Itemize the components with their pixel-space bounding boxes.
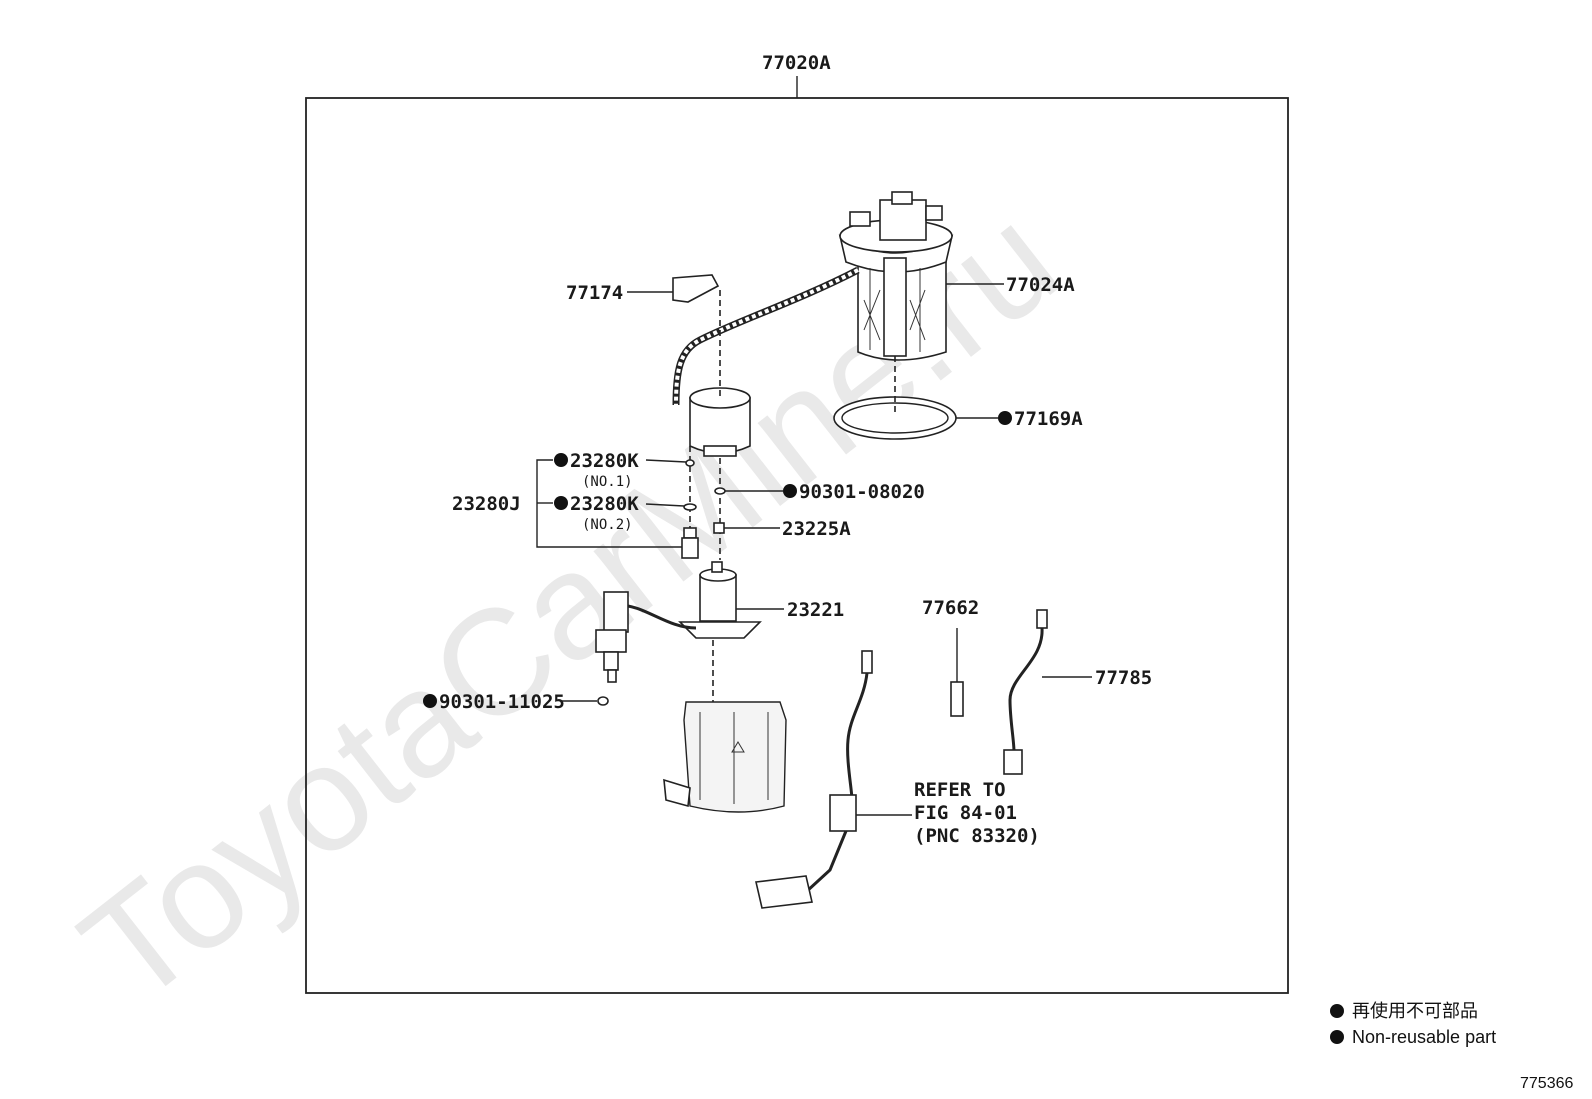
- legend-line-2: Non-reusable part: [1352, 1027, 1496, 1047]
- nonreusable-dot-90301-08020: [783, 484, 797, 498]
- label-23280K-2: 23280K: [570, 493, 639, 515]
- part-23221-drawing: [678, 561, 762, 639]
- leader-23280K-1: [645, 459, 687, 463]
- label-90301-08020: 90301-08020: [799, 481, 925, 503]
- nonreusable-dot-90301-11025: [423, 694, 437, 708]
- refer-line-1: REFER TO: [914, 779, 1006, 801]
- label-23280K-2-note: (NO.2): [582, 517, 633, 533]
- label-23280K-1: 23280K: [570, 450, 639, 472]
- assembly-frame: [305, 97, 1289, 994]
- legend-line-1: 再使用不可部品: [1352, 1001, 1478, 1021]
- figure-number: 775366: [1520, 1075, 1573, 1092]
- legend-dot-1: [1330, 1004, 1344, 1018]
- refer-line-3: (PNC 83320): [914, 825, 1040, 847]
- label-77662: 77662: [922, 597, 979, 619]
- label-23280J: 23280J: [452, 493, 521, 515]
- label-90301-11025: 90301-11025: [439, 691, 565, 713]
- label-23280K-1-note: (NO.1): [582, 474, 633, 490]
- nonreusable-dot-23280K-1: [554, 453, 568, 467]
- pump-wire-drawing: [627, 604, 697, 630]
- part-77662-drawing: [950, 681, 964, 717]
- label-23221: 23221: [787, 599, 844, 621]
- part-23280J-drawing: [681, 527, 699, 559]
- sender-gauge-drawing: [755, 650, 873, 909]
- oring-90301-08020-drawing: [714, 487, 726, 495]
- label-77169A: 77169A: [1014, 408, 1083, 430]
- oring-23280K-2-drawing: [683, 503, 697, 511]
- pump-housing-drawing: [663, 701, 787, 813]
- fuel-filter-drawing: [689, 387, 751, 457]
- label-77174: 77174: [566, 282, 623, 304]
- label-77024A: 77024A: [1006, 274, 1075, 296]
- part-23225A-drawing: [713, 522, 725, 534]
- part-77174-drawing: [672, 274, 720, 303]
- part-77169A-drawing: [833, 396, 957, 440]
- part-77785-drawing: [1003, 609, 1048, 775]
- nonreusable-dot-23280K-2: [554, 496, 568, 510]
- refer-line-2: FIG 84-01: [914, 802, 1017, 824]
- part-77024A-drawing: [838, 191, 954, 361]
- assembly-label: 77020A: [762, 52, 831, 74]
- leader-23280K-2: [645, 503, 685, 507]
- pump-connector-drawing: [595, 591, 629, 683]
- label-23225A: 23225A: [782, 518, 851, 540]
- nonreusable-dot-77169A: [998, 411, 1012, 425]
- oring-23280K-1-drawing: [685, 459, 695, 467]
- legend-dot-2: [1330, 1030, 1344, 1044]
- oring-90301-11025-drawing: [597, 696, 609, 706]
- label-77785: 77785: [1095, 667, 1152, 689]
